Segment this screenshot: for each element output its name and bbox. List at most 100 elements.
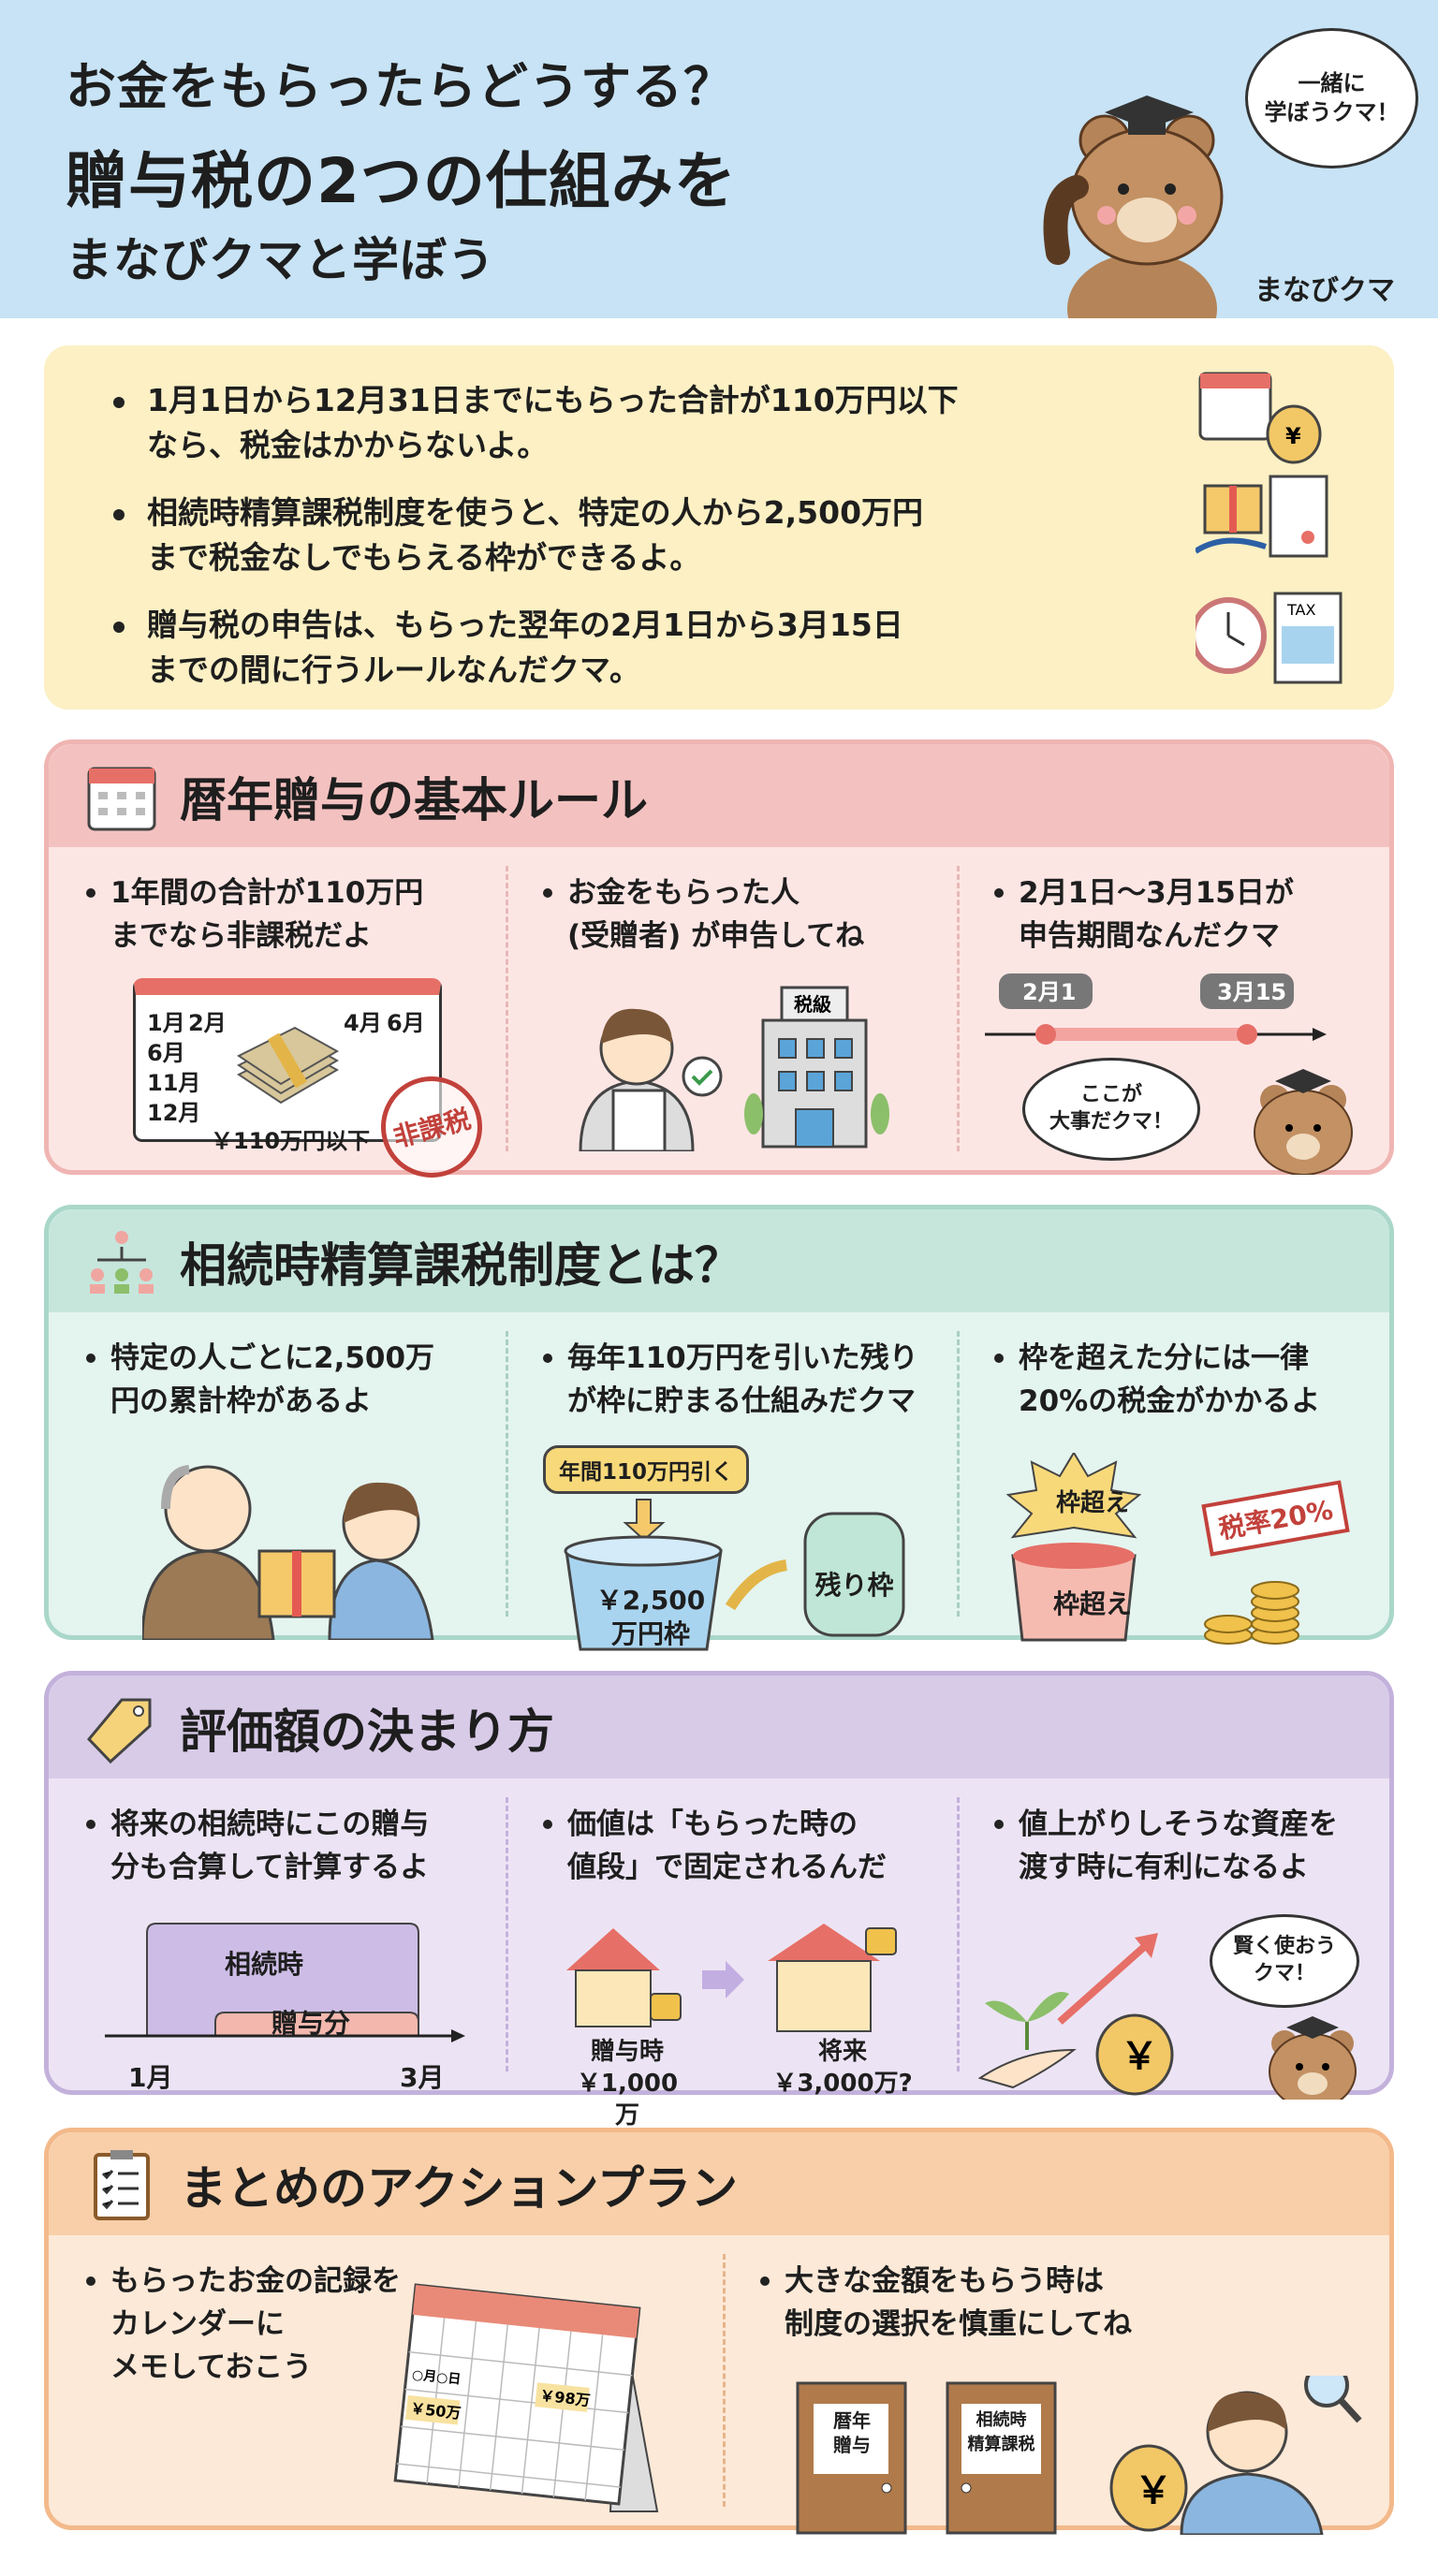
bullet-text: 毎年110万円を引いた残りが枠に貯まる仕組みだクマ	[539, 1337, 970, 1423]
amount-label: ￥110万円以下	[211, 1128, 371, 1154]
end-date-label: 3月15	[1217, 979, 1286, 1005]
calendar-icon	[87, 767, 156, 831]
inheritance-timeline-diagram	[105, 1923, 465, 2042]
bullet-text: もらったお金の記録をカレンダーにメモしておこう	[82, 2260, 476, 2389]
text: 制度の選択を慎重にしてね	[785, 2307, 1133, 2341]
text: 2月1日～3月15日が	[1019, 876, 1294, 910]
section-title: 相続時精算課税制度とは？	[180, 1238, 741, 1293]
price-tag-icon	[86, 1698, 152, 1764]
bucket-frame-illustration	[564, 1499, 905, 1651]
mascot-bear-icon	[1043, 95, 1224, 318]
title-line-1: お金をもらったらどうする？	[66, 57, 735, 116]
text: 精算課税	[967, 2435, 1035, 2454]
summary-text: なら、税金はかからないよ。	[147, 427, 549, 463]
text: 将来の相続時にこの贈与	[110, 1808, 430, 1841]
speech-bubble: 一緒に 学ぼうクマ！	[1245, 28, 1418, 168]
column-divider	[506, 1797, 508, 2071]
growth-plant-moneybag-icon: ￥	[977, 1933, 1174, 2096]
burst-label: 枠超え	[1055, 1489, 1129, 1517]
svg-text:¥: ¥	[1285, 423, 1301, 449]
month-label: 12月	[147, 1100, 201, 1126]
gift-document-icon	[1196, 475, 1328, 558]
tax-office-sign: 税級	[794, 993, 831, 1016]
section-title: 暦年贈与の基本ルール	[180, 773, 648, 827]
text: カレンダーに	[110, 2307, 285, 2341]
bubble-text: クマ！	[1253, 1962, 1315, 1985]
bullet-text: お金をもらった人(受贈者) が申告してね	[539, 871, 932, 958]
bubble-text-2: 学ぼうクマ！	[1264, 99, 1400, 125]
text: までなら非課税だよ	[110, 919, 372, 953]
section-valuation: 評価額の決まり方 将来の相続時にこの贈与分も合算して計算するよ 相続時 贈与分 …	[44, 1671, 1394, 2130]
mascot-bear-icon	[1269, 2016, 1357, 2100]
future-value: 将来￥3,000万?	[772, 2036, 913, 2100]
clipboard-checklist-icon	[94, 2150, 150, 2220]
summary-text: 1月1日から12月31日までにもらった合計が110万円以下	[147, 382, 959, 418]
bubble-text-1: 一緒に	[1298, 69, 1366, 96]
month-label: 4月	[344, 1010, 382, 1036]
column: 将来の相続時にこの贈与分も合算して計算するよ 相続時 贈与分 1月 3月	[49, 1778, 506, 2093]
gift-time-value: 贈与時￥1,000万	[571, 2036, 683, 2131]
text: が枠に貯まる仕組みだクマ	[567, 1384, 916, 1418]
bullet-text: 価値は「もらった時の値段」で固定されるんだ	[539, 1803, 932, 1889]
summary-text: までの間に行うルールなんだクマ。	[147, 651, 641, 688]
summary-item: 1月1日から12月31日までにもらった合計が110万円以下なら、税金はかからない…	[110, 378, 1121, 468]
section-header: 評価額の決まり方	[49, 1676, 1389, 1778]
section-title: まとめのアクションプラン	[180, 2161, 738, 2216]
text: 分も合算して計算するよ	[110, 1851, 430, 1884]
text: 値段」で固定されるんだ	[567, 1851, 887, 1884]
column: 2月1日～3月15日が申告期間なんだクマ 2月1 3月15 ここが大事だクマ！	[957, 847, 1389, 1175]
section-title: 評価額の決まり方	[180, 1705, 554, 1759]
axis-start-label: 1月	[128, 2062, 173, 2093]
section-header: 相続時精算課税制度とは？	[49, 1209, 1389, 1312]
text: 相続時	[976, 2410, 1027, 2430]
text: (受贈者) が申告してね	[567, 919, 865, 953]
column: 値上がりしそうな資産を渡す時に有利になるよ ￥ 賢く使おうクマ！	[957, 1778, 1389, 2100]
house-value-locked-icon	[566, 1924, 897, 2032]
section-action-plan: まとめのアクションプラン もらったお金の記録をカレンダーにメモしておこう ○月○…	[44, 2128, 1394, 2535]
yen-symbol: ￥	[1135, 2469, 1172, 2512]
text: 1年間の合計が110万円	[110, 876, 424, 910]
text: 円の累計枠があるよ	[110, 1384, 372, 1418]
door-label-settlement: 相続時精算課税	[961, 2408, 1041, 2457]
text: 大きな金額をもらう時は	[785, 2264, 1104, 2298]
summary-box: 1月1日から12月31日までにもらった合計が110万円以下なら、税金はかからない…	[44, 345, 1394, 710]
memo-date: ○月○日	[411, 2367, 462, 2387]
summary-item: 贈与税の申告は、もらった翌年の2月1日から3月15日までの間に行うルールなんだク…	[110, 603, 1121, 693]
person-filing-tax-office-icon: 税級	[579, 986, 889, 1151]
text: 暦年	[833, 2409, 871, 2432]
inheritance-label: 相続時	[224, 1949, 303, 1980]
remaining-frame-label: 残り枠	[814, 1570, 894, 1601]
filing-period-timeline: 2月1 3月15	[985, 973, 1327, 1045]
column: 価値は「もらった時の値段」で固定されるんだ 贈与時￥1,000万 将来￥3,00…	[506, 1778, 957, 2130]
mascot-name: まなびクマ	[1255, 274, 1395, 307]
bubble-text: ここが	[1079, 1083, 1142, 1107]
calendar-moneybag-icon: ¥	[1198, 372, 1322, 464]
summary-text: 相続時精算課税制度を使うと、特定の人から2,500万円	[147, 494, 924, 531]
text: 将来	[817, 2038, 867, 2066]
section-calendar-year-gift: 暦年贈与の基本ルール 1年間の合計が110万円までなら非課税だよ 1月 2月 4…	[44, 739, 1394, 1190]
column-divider	[506, 866, 508, 1151]
pot-label: 枠超え	[1052, 1588, 1132, 1619]
text: 特定の人ごとに2,500万	[110, 1341, 435, 1375]
text: 枠を超えた分には一律	[1019, 1341, 1309, 1375]
cash-stack-icon	[237, 1026, 340, 1105]
month-label: 6月	[387, 1010, 425, 1036]
desk-calendar-icon: ○月○日 ￥50万 ￥98万	[393, 2283, 659, 2512]
text: 贈与	[833, 2434, 871, 2456]
month-label: 6月	[147, 1040, 185, 1066]
tax-label: TAX	[1286, 601, 1315, 619]
text: 贈与時	[590, 2038, 664, 2066]
column-divider	[506, 1331, 508, 1617]
mascot-bear-icon	[1254, 1069, 1353, 1175]
column: 毎年110万円を引いた残りが枠に貯まる仕組みだクマ 年間110万円引く ￥2,5…	[506, 1312, 957, 1651]
text: 渡す時に有利になるよ	[1019, 1851, 1309, 1884]
text: 万円枠	[610, 1618, 690, 1649]
column: もらったお金の記録をカレンダーにメモしておこう ○月○日 ￥50万 ￥98万	[49, 2235, 723, 2525]
text: メモしておこう	[110, 2350, 313, 2384]
bubble-text: 賢く使おう	[1232, 1935, 1336, 1959]
bullet-text: 1年間の合計が110万円までなら非課税だよ	[82, 871, 476, 958]
bullet-text: 2月1日～3月15日が申告期間なんだクマ	[990, 871, 1384, 958]
column: お金をもらった人(受贈者) が申告してね 税級	[506, 847, 957, 1170]
